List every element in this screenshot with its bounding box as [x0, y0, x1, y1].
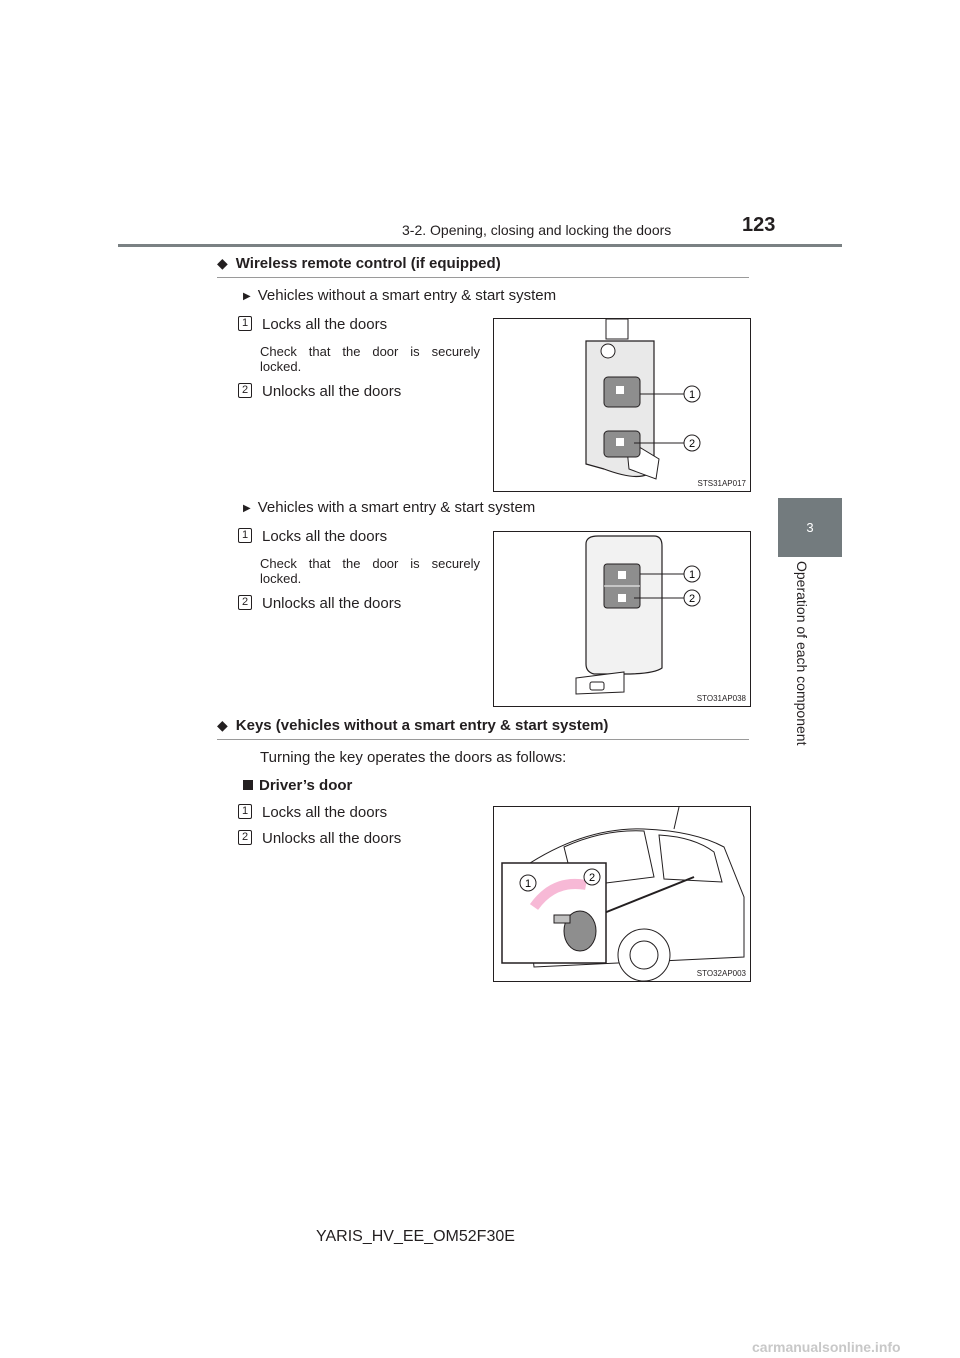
svg-text:2: 2	[689, 438, 695, 450]
number-badge: 1	[238, 316, 252, 331]
note-text: Check that the door is securely locked.	[260, 344, 480, 374]
driver-door-figure: 1 2 STO32AP003	[493, 806, 751, 982]
square-bullet-icon	[243, 780, 253, 790]
number-badge: 2	[238, 595, 252, 610]
item-text: Unlocks all the doors	[262, 383, 402, 400]
list-item: 2 Unlocks all the doors	[238, 595, 401, 613]
remote-key-illustration: 1 2	[585, 318, 701, 480]
watermark: carmanualsonline.info	[752, 1339, 901, 1355]
chapter-title: Operation of each component	[794, 561, 810, 746]
triangle-right-icon: ▶	[243, 503, 251, 514]
page-number: 123	[742, 214, 776, 236]
diamond-icon: ◆	[217, 255, 228, 271]
variant-label: ▶ Vehicles without a smart entry & start …	[243, 287, 556, 304]
svg-text:1: 1	[689, 389, 695, 401]
section-heading-remote: ◆ Wireless remote control (if equipped)	[217, 255, 501, 272]
variant-label-text: Vehicles with a smart entry & start syst…	[257, 499, 536, 516]
heading-divider	[217, 739, 749, 740]
intro-text: Turning the key operates the doors as fo…	[260, 749, 567, 766]
svg-text:2: 2	[589, 872, 595, 884]
item-text: Locks all the doors	[262, 528, 388, 545]
chapter-tab: 3	[778, 498, 842, 557]
figure-code: STO31AP038	[696, 694, 746, 703]
diamond-icon: ◆	[217, 717, 228, 733]
section-title: 3-2. Opening, closing and locking the do…	[402, 222, 672, 238]
number-badge: 1	[238, 528, 252, 543]
svg-text:2: 2	[689, 593, 695, 605]
variant-label-text: Vehicles without a smart entry & start s…	[257, 287, 557, 304]
heading-divider	[217, 277, 749, 278]
list-item: 2 Unlocks all the doors	[238, 383, 401, 401]
item-text: Locks all the doors	[262, 316, 388, 333]
section-heading-keys: ◆ Keys (vehicles without a smart entry & …	[217, 717, 608, 734]
subheading-drivers-door: Driver’s door	[243, 777, 352, 794]
note-text: Check that the door is securely locked.	[260, 556, 480, 586]
number-badge: 1	[238, 804, 252, 819]
footer-doc-code: YARIS_HV_EE_OM52F30E	[316, 1228, 515, 1245]
list-item: 2 Unlocks all the doors	[238, 830, 401, 848]
number-badge: 2	[238, 383, 252, 398]
triangle-right-icon: ▶	[243, 291, 251, 302]
list-item: 1 Locks all the doors	[238, 528, 387, 546]
heading-text: Keys (vehicles without a smart entry & s…	[235, 717, 609, 734]
car-door-illustration: 1 2	[501, 806, 745, 982]
heading-text: Wireless remote control (if equipped)	[235, 255, 501, 272]
subheading-text: Driver’s door	[259, 777, 353, 794]
svg-text:1: 1	[525, 878, 531, 890]
remote-figure-a: 1 2 STS31AP017	[493, 318, 751, 492]
remote-figure-b: 1 2 STO31AP038	[493, 531, 751, 707]
smart-key-illustration: 1 2	[575, 535, 701, 695]
list-item: 1 Locks all the doors	[238, 804, 387, 822]
number-badge: 2	[238, 830, 252, 845]
variant-label: ▶ Vehicles with a smart entry & start sys…	[243, 499, 535, 516]
item-text: Unlocks all the doors	[262, 595, 402, 612]
item-text: Unlocks all the doors	[262, 830, 402, 847]
list-item: 1 Locks all the doors	[238, 316, 387, 334]
figure-code: STS31AP017	[697, 479, 746, 488]
header-divider	[118, 244, 842, 247]
svg-text:1: 1	[689, 569, 695, 581]
figure-code: STO32AP003	[696, 969, 746, 978]
item-text: Locks all the doors	[262, 804, 388, 821]
